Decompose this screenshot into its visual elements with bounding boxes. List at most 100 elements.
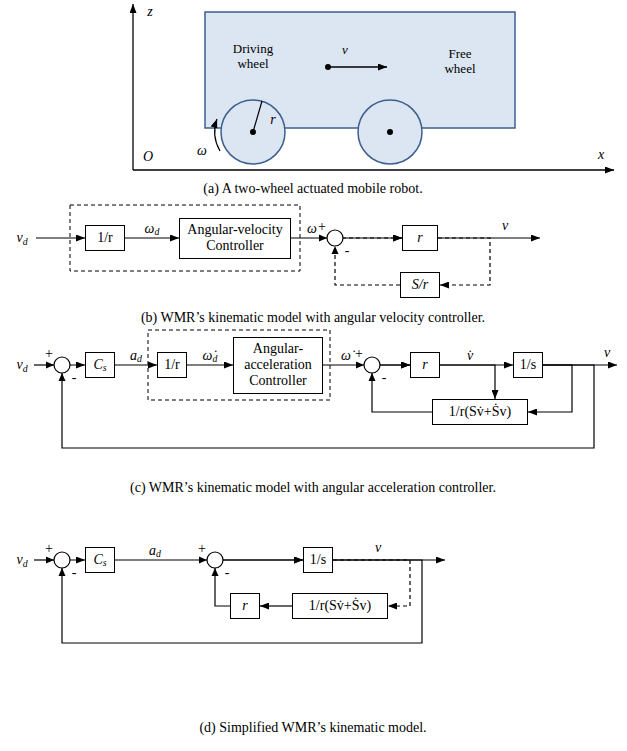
sign: + [197,541,207,556]
wheel-center [387,129,393,135]
robot-body: Driving wheel v Free wheel [205,12,515,128]
input-signal: vd [15,552,28,567]
input-line [36,237,85,238]
transfer-block: 1/r(Sv̇+Ṡv) [432,399,528,425]
signal-connector [62,560,422,643]
symbol: v [16,357,22,372]
transfer-block: Cs [85,352,115,378]
subscript: d [212,353,217,364]
driving-wheel [221,100,285,164]
sign: + [317,219,327,234]
symbol: C [93,552,102,567]
sign: - [71,370,78,385]
signal-connector [260,605,292,606]
block-text: r [242,598,247,614]
signal-label: ω̇ [340,348,352,363]
symbol: C [93,357,102,372]
arrowhead [46,362,54,369]
signal-label: ω [306,221,318,236]
summing-junction [364,357,380,373]
part-label: v [342,43,348,58]
free-wheel [358,100,422,164]
part-label: Free wheel [434,47,486,77]
subscript: d [23,236,28,247]
subscript: d [23,558,28,569]
subscript: d [23,363,28,374]
block-text: r [417,230,422,246]
block-text: 1/r [97,230,113,246]
subscript: d [154,226,159,237]
dashed-group [148,330,330,400]
block-text: 1/r(Sv̇+Ṡv) [309,598,371,614]
sign: + [44,541,54,556]
arrowhead [199,557,207,564]
output-signal: v [374,540,382,555]
arrowhead [319,235,327,242]
block-text: 1/r [164,357,180,373]
transfer-block: Angular-velocity Controller [179,218,291,259]
summing-junction [207,552,223,568]
subscript: s [103,557,107,568]
sign: - [71,565,78,580]
subscript: s [103,362,107,373]
angular-velocity-label: ω [196,143,208,158]
sign: - [224,565,231,580]
radius-label: r [269,112,276,127]
dashed-group [70,205,300,271]
signal-label: ω̇d [202,348,219,363]
block-text: S/r [412,277,428,293]
sign: - [381,370,388,385]
velocity-arrow [328,66,387,67]
subscript: d [137,353,142,364]
signal-connector [438,238,490,285]
block-text: Angular-velocity Controller [184,222,286,254]
block-text: Angular-acceleration Controller [238,341,318,389]
sign: - [344,243,351,258]
summing-junction [54,552,70,568]
transfer-block: r [230,593,260,619]
arrowhead [212,568,219,576]
signal-label: v̇ [466,348,474,363]
signal-label: ad [129,348,143,363]
input-signal: vd [15,230,28,245]
transfer-block: r [410,352,440,378]
block-text: r [422,357,427,373]
signal-connector [440,365,495,399]
signal-label: ad [148,543,162,558]
summing-junction [54,357,70,373]
sign: + [44,346,54,361]
subscript: d [156,548,161,559]
output-line [330,559,445,560]
caption: (d) Simplified WMR’s kinematic model. [198,720,427,735]
caption: (a) A two-wheel actuated mobile robot. [202,181,423,196]
arrowhead [46,557,54,564]
symbol: v [16,552,22,567]
arrowhead [369,373,376,381]
z-axis [132,4,133,170]
symbol: ω̇ [203,348,213,363]
symbol: a [130,348,137,363]
transfer-block: 1/r [157,352,187,378]
part-label: Driving wheel [222,42,284,72]
axis-label: O [142,149,154,164]
output-signal: v [501,218,509,233]
block-text: 1/r(Sv̇+Ṡv) [449,404,511,420]
symbol: a [149,543,156,558]
symbol: v [16,230,22,245]
axis-label: x [597,147,605,162]
block-text: 1/s [520,357,536,373]
transfer-block: 1/s [513,352,543,378]
output-line [540,364,617,365]
summing-junction [327,230,343,246]
signal-connector [335,238,402,285]
symbol: ω [145,221,155,236]
sign: + [354,346,364,361]
transfer-block: 1/r(Sv̇+Ṡv) [292,593,388,619]
transfer-block: Angular-acceleration Controller [233,337,323,394]
block-text: Cs [93,357,106,373]
caption: (c) WMR’s kinematic model with angular a… [129,480,497,495]
arrowhead [59,373,66,381]
transfer-block: r [402,225,438,251]
transfer-block: 1/s [303,547,333,573]
signal-connector [125,237,179,238]
